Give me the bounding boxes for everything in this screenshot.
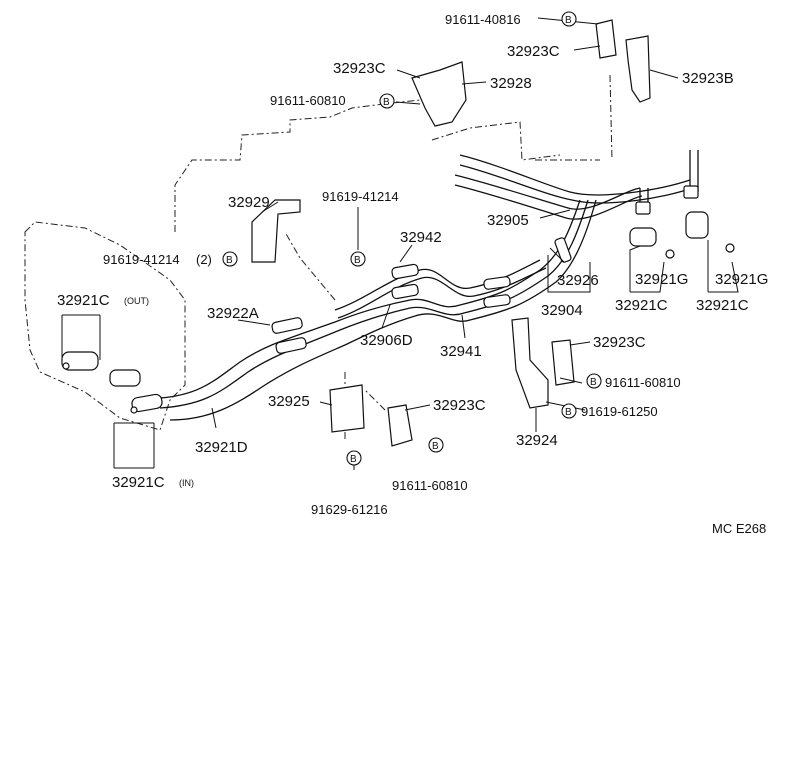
callout-in-note: (IN) [179,478,194,488]
callout-32923C: 32923C [507,43,560,60]
figure-code: MC E268 [712,521,766,536]
bolt-marker-icon: B [346,450,362,466]
bolt-marker-icon: B [222,251,238,267]
callout-out-note: (OUT) [124,296,149,306]
callout-32941: 32941 [440,343,482,360]
callout-32904: 32904 [541,302,583,319]
callout-32928: 32928 [490,75,532,92]
callout-32921C: 32921C [696,297,749,314]
bolt-marker-label: B [565,15,572,26]
callout-91611-60810: 91611-60810 [392,478,468,493]
bolt-marker-label: B [590,377,597,388]
bolt-marker-icon: B [561,11,577,27]
bolt-marker-icon: B [586,373,602,389]
leader-lines [61,17,739,470]
callout-32921G: 32921G [715,271,768,288]
callout-91629-61216: 91629-61216 [311,502,388,517]
callout-32921G: 32921G [635,271,688,288]
callout-32921C-in: 32921C [112,474,165,491]
bolt-marker-icon: B [428,437,444,453]
bolt-marker-label: B [350,454,357,465]
callout-91619-41214: 91619-41214 [322,189,399,204]
callout-32923B: 32923B [682,70,734,87]
callouts: 91611-40816 32923C 32923B 32923C 32928 9… [57,12,768,517]
callout-32922A: 32922A [207,305,259,322]
callout-91611-60810: 91611-60810 [605,375,681,390]
callout-32929: 32929 [228,194,270,211]
callout-quantity: (2) [196,252,212,267]
callout-91611-60810: 91611-60810 [270,93,346,108]
callout-32921C-out: 32921C [57,292,110,309]
bolt-marker-icon: B [350,251,366,267]
callout-32906D: 32906D [360,332,413,349]
callout-91611-40816: 91611-40816 [445,12,521,27]
callout-32925: 32925 [268,393,310,410]
callout-32923C: 32923C [593,334,646,351]
fittings [61,185,735,414]
brackets [251,19,651,447]
callout-32905: 32905 [487,212,529,229]
callout-91619-41214: 91619-41214 [103,252,180,267]
bolt-marker-label: B [432,441,439,452]
callout-32923C: 32923C [333,60,386,77]
callout-32942: 32942 [400,229,442,246]
bolt-marker-label: B [226,255,233,266]
bolt-marker-label: B [354,255,361,266]
callout-32921C: 32921C [615,297,668,314]
callout-32926: 32926 [557,272,599,289]
pipe-bundle [159,150,699,421]
callout-91619-61250: 91619-61250 [581,404,658,419]
bolt-marker-label: B [383,97,390,108]
callout-32921D: 32921D [195,439,248,456]
bolt-marker-icon: B [379,93,395,109]
bolt-marker-icon: B [561,403,577,419]
bolt-marker-label: B [565,407,572,418]
callout-32924: 32924 [516,432,558,449]
callout-32923C: 32923C [433,397,486,414]
